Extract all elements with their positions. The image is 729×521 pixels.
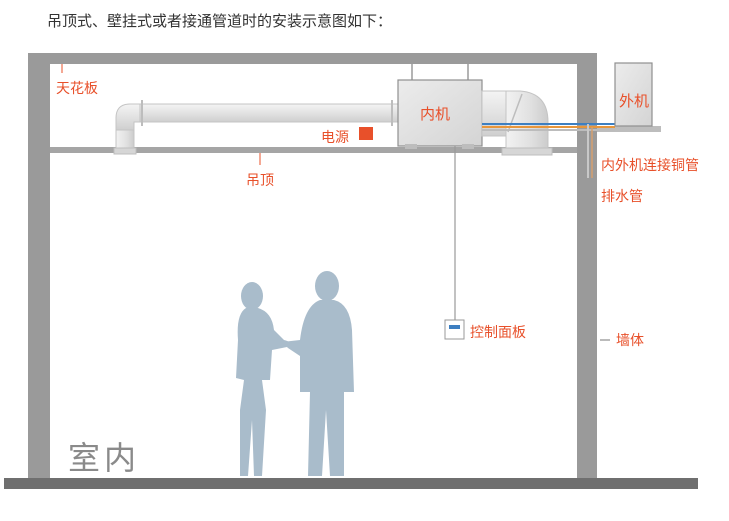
label-control-panel: 控制面板 bbox=[470, 325, 526, 341]
leader-lines bbox=[61, 64, 610, 341]
air-duct-left bbox=[113, 100, 399, 155]
label-room: 室内 bbox=[68, 439, 141, 477]
connecting-pipes bbox=[482, 123, 615, 178]
left-wall bbox=[28, 53, 50, 478]
label-copper-pipe: 内外机连接铜管 bbox=[601, 158, 699, 174]
people-silhouettes bbox=[236, 271, 354, 476]
label-indoor-unit: 内机 bbox=[420, 105, 451, 123]
outdoor-unit-body bbox=[614, 62, 653, 127]
label-wall: 墙体 bbox=[616, 333, 644, 349]
outdoor-unit-bracket bbox=[597, 126, 661, 132]
ceiling-slab bbox=[28, 53, 597, 64]
control-panel-assembly bbox=[444, 146, 465, 340]
indoor-unit-body bbox=[397, 79, 483, 149]
label-ceiling-board: 天花板 bbox=[56, 81, 98, 97]
woman-silhouette bbox=[236, 282, 292, 476]
label-outdoor-unit: 外机 bbox=[619, 92, 650, 110]
man-silhouette bbox=[282, 271, 354, 476]
page-title: 吊顶式、壁挂式或者接通管道时的安装示意图如下： bbox=[47, 12, 393, 30]
floor-slab bbox=[4, 478, 698, 489]
air-duct-right bbox=[481, 90, 553, 156]
control-panel-icon bbox=[444, 319, 465, 340]
power-source-icon bbox=[359, 127, 373, 140]
suspended-ceiling-board bbox=[50, 147, 577, 153]
label-suspended-ceiling: 吊顶 bbox=[246, 173, 274, 189]
right-wall bbox=[577, 53, 597, 478]
label-drain-pipe: 排水管 bbox=[601, 189, 643, 205]
label-power: 电源 bbox=[321, 130, 349, 146]
unit-hangers bbox=[411, 64, 469, 80]
